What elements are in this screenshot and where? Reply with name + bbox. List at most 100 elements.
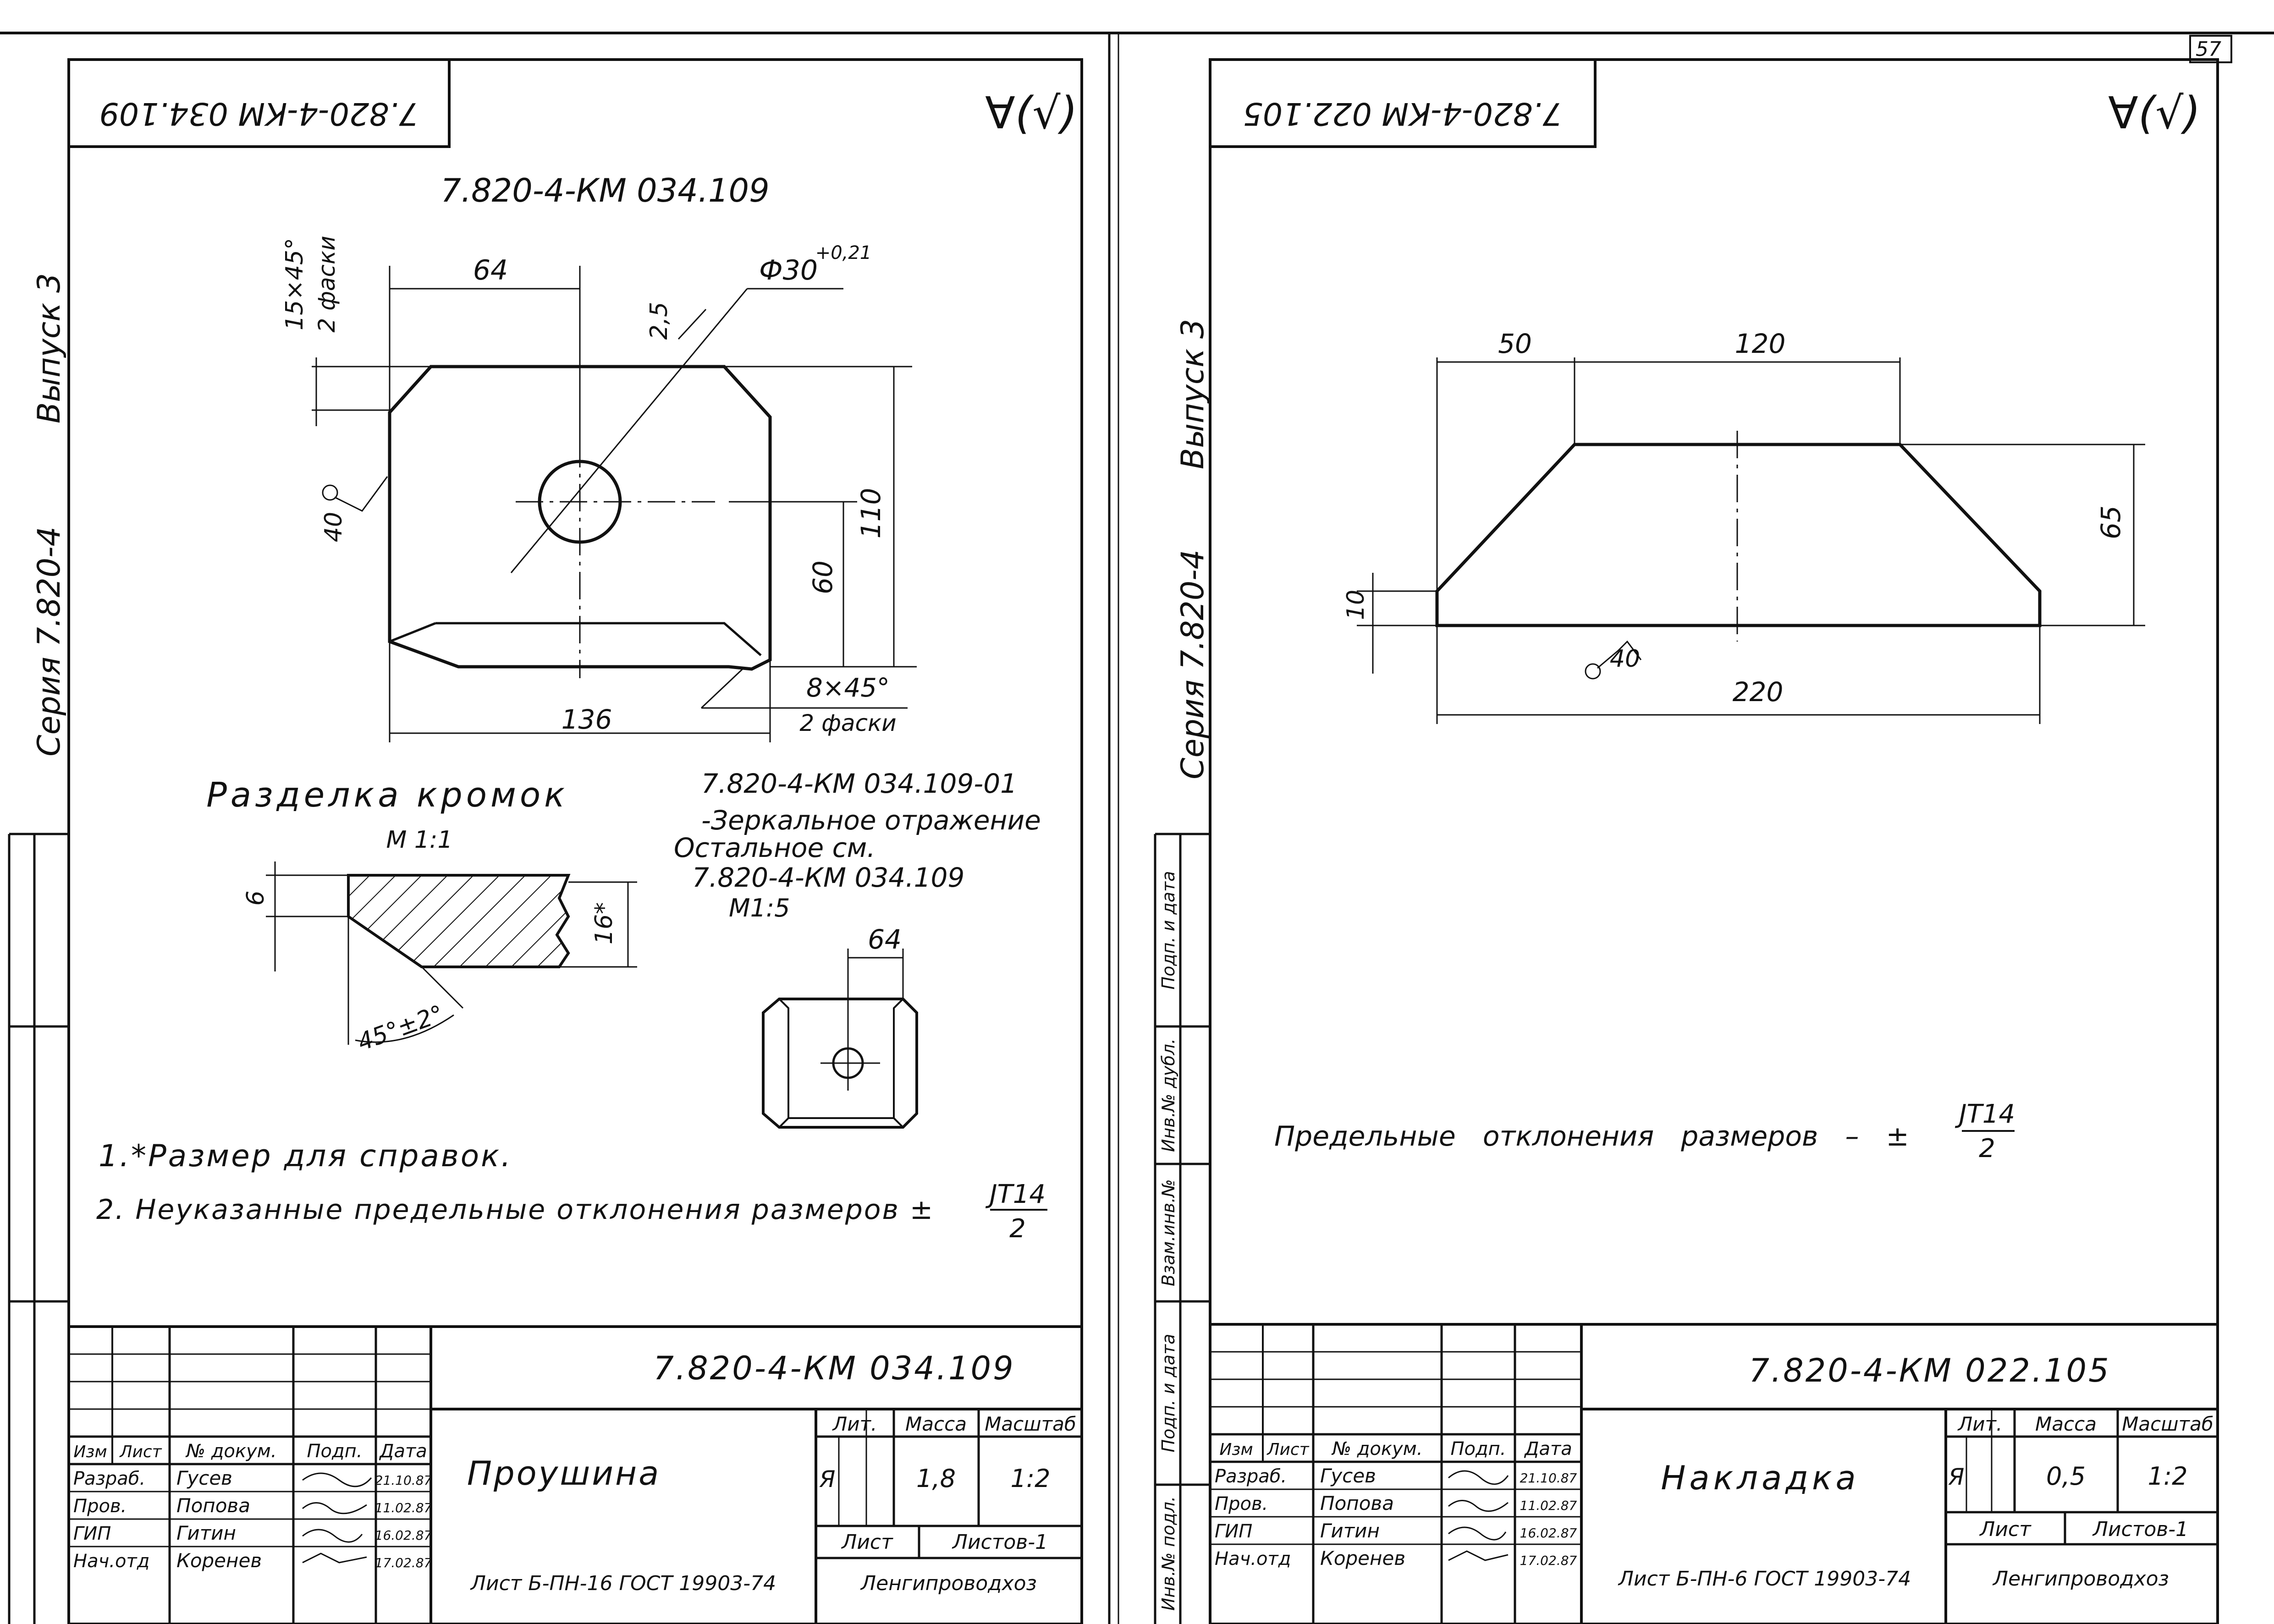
left-series-label: Серия 7.820-4 (31, 527, 67, 757)
mirror-note-line4: 7.820-4-КМ 034.109 (692, 862, 964, 893)
left-tb-hdr-podp: Подп. (307, 1441, 362, 1462)
right-tb-scale: 1:2 (2148, 1462, 2188, 1491)
left-tb-code: 7.820-4-КМ 034.109 (653, 1350, 1015, 1387)
right-tb-hdr-izm: Изм (1219, 1440, 1253, 1459)
right-tb-role-4: Нач.отд (1215, 1548, 1291, 1569)
right-tb-material: Лист Б-ПН-6 ГОСТ 19903-74 (1618, 1567, 1911, 1591)
right-tb-mass-hdr: Масса (2035, 1413, 2097, 1435)
right-tb-role-2: Пров. (1215, 1493, 1268, 1514)
left-note-2: 2. Неуказанные предельные отклонения раз… (96, 1194, 934, 1226)
right-tb-org: Ленгипроводхоз (1992, 1567, 2169, 1591)
right-signature-4 (1448, 1550, 1509, 1561)
right-tb-person-3: Гитин (1320, 1520, 1380, 1542)
dim-120: 120 (1735, 328, 1786, 359)
side-stamp-2: Инв.№ дубл. (1158, 1038, 1178, 1152)
right-issue-label: Выпуск 3 (1175, 319, 1211, 469)
right-tb-lit-hdr: Лит. (1957, 1413, 2003, 1435)
left-tb-hdr-list: Лист (119, 1443, 162, 1461)
left-note-1: 1.*Размер для справок. (99, 1138, 512, 1174)
mirror-note-line1: 7.820-4-КМ 034.109-01 (701, 768, 1017, 799)
left-tb-date-2: 11.02.87 (375, 1500, 432, 1515)
left-tb-lit-hdr: Лит. (832, 1413, 877, 1435)
left-note-frac-bottom: 2 (1009, 1214, 1026, 1244)
left-dimensions (312, 266, 917, 742)
dim-chamfer-15: 15×45° (281, 238, 308, 330)
mirror-note-line2: -Зеркальное отражение (701, 805, 1041, 836)
right-tb-code: 7.820-4-КМ 022.105 (1749, 1352, 2110, 1389)
dim-60: 60 (807, 560, 838, 594)
right-tb-hdr-list: Лист (1266, 1440, 1309, 1459)
left-stamp-box (69, 60, 451, 148)
right-signature-2 (1448, 1500, 1509, 1512)
left-tb-org: Ленгипроводхоз (860, 1572, 1037, 1595)
left-drawing-title: 7.820-4-КМ 034.109 (440, 172, 769, 209)
dim-10: 10 (1342, 590, 1370, 620)
left-tb-role-3: ГИП (73, 1523, 111, 1544)
left-tb-scale-hdr: Масштаб (985, 1413, 1076, 1435)
dim-65: 65 (2095, 505, 2126, 539)
left-signature-3 (302, 1529, 363, 1543)
right-tb-person-2: Попова (1320, 1492, 1394, 1514)
right-tb-mass: 0,5 (2046, 1462, 2086, 1491)
left-tb-scale: 1:2 (1011, 1464, 1051, 1493)
edge-prep-scale: М 1:1 (386, 826, 452, 854)
left-tb-person-1: Гусев (176, 1467, 232, 1489)
left-stamp-code: 7.820-4-КМ 034.109 (99, 95, 419, 132)
right-signature-3 (1448, 1526, 1507, 1541)
sheet-frame (0, 32, 2274, 1624)
edge-prep-title: Разделка кромок (206, 775, 568, 815)
left-tb-role-2: Пров. (73, 1496, 127, 1517)
right-tb-hdr-doc: № докум. (1331, 1438, 1422, 1459)
left-tb-lit: Я (819, 1466, 836, 1492)
left-signature-2 (302, 1502, 367, 1514)
left-tb-hdr-date: Дата (379, 1441, 427, 1462)
side-stamp-5: Инв.№ подл. (1158, 1496, 1178, 1611)
right-note-frac-top: JT14 (1955, 1099, 2015, 1129)
left-tb-hdr-doc: № докум. (185, 1441, 276, 1462)
right-tb-date-3: 16.02.87 (1520, 1525, 1577, 1541)
left-sheet: 7.820-4-КМ 034.109 ∀(√) 7.820-4-КМ 034.1… (8, 58, 1083, 1624)
right-tb-scale-hdr: Масштаб (2122, 1413, 2213, 1435)
edge-prep-angle: 45°±2° (354, 1000, 447, 1057)
side-stamp-4: Подп. и дата (1158, 1334, 1178, 1453)
right-tb-person-1: Гусев (1320, 1465, 1376, 1487)
right-surface-mark: ∀(√) (2108, 88, 2201, 139)
left-tb-role-1: Разраб. (73, 1468, 145, 1489)
right-tb-lit: Я (1948, 1464, 1965, 1490)
mirror-note-line3: Остальное см. (674, 832, 875, 863)
mirror-note-line5: М1:5 (729, 894, 790, 922)
right-title-block (1210, 1323, 2218, 1624)
dim-110: 110 (855, 488, 886, 539)
right-stamp-code: 7.820-4-КМ 022.105 (1243, 95, 1563, 132)
left-frame (67, 58, 1083, 1624)
edge-prep-dim-16: 16* (590, 902, 618, 944)
left-surface-mark: ∀(√) (985, 88, 1078, 139)
dim-50: 50 (1498, 328, 1532, 359)
dim-chamfer-8: 8×45° (806, 673, 890, 703)
dim-64: 64 (473, 254, 508, 286)
plate-small-view (762, 949, 918, 1129)
right-tb-sheets-hdr: Листов-1 (2092, 1518, 2188, 1541)
right-tb-role-1: Разраб. (1215, 1466, 1287, 1487)
left-tb-person-3: Гитин (176, 1522, 236, 1544)
right-tb-date-2: 11.02.87 (1520, 1498, 1577, 1513)
dim-phi30-tolerance: +0,21 (815, 242, 872, 263)
dim-220: 220 (1733, 676, 1784, 708)
right-tb-role-3: ГИП (1215, 1521, 1252, 1542)
roughness-40-right: 40 (1610, 645, 1640, 673)
right-note-frac-bottom: 2 (1979, 1134, 1995, 1163)
side-stamp-3: Взам.инв.№ (1158, 1179, 1178, 1286)
left-title-block (69, 1325, 1082, 1624)
left-tb-sheets-hdr: Листов-1 (952, 1531, 1048, 1554)
side-stamp-1: Подп. и дата (1158, 871, 1178, 990)
right-tb-person-4: Коренев (1320, 1547, 1405, 1569)
left-note-frac-top: JT14 (985, 1180, 1046, 1209)
right-tb-hdr-date: Дата (1524, 1438, 1572, 1459)
right-signature-1 (1448, 1470, 1509, 1485)
right-tb-hdr-podp: Подп. (1450, 1438, 1506, 1459)
left-tb-person-4: Коренев (176, 1549, 262, 1572)
right-tb-name: Накладка (1661, 1459, 1859, 1497)
left-signature-4 (302, 1553, 367, 1564)
roughness-40: 40 (320, 512, 347, 542)
dim-chamfer-8-count: 2 фаски (799, 710, 896, 736)
